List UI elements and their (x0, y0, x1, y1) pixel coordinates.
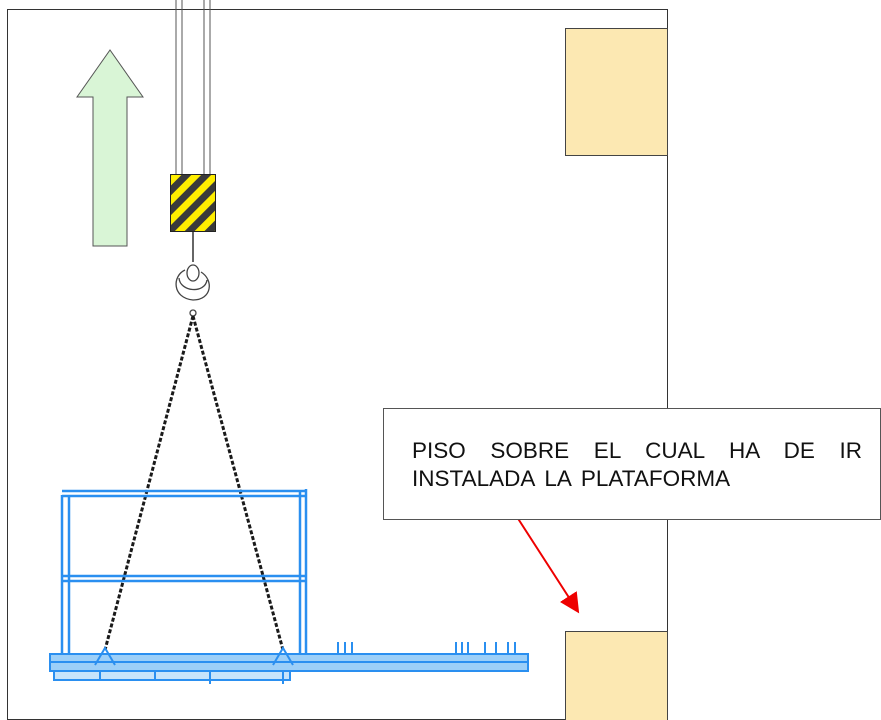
hook-block (170, 174, 216, 232)
platform-guardrail (60, 489, 308, 656)
up-arrow-icon (76, 49, 144, 247)
red-arrow-icon (516, 516, 580, 614)
hook-icon (175, 264, 210, 317)
upper-floor-slab (565, 28, 668, 156)
floor-callout-text: PISO SOBRE EL CUAL HA DE IR INSTALADA LA… (412, 438, 862, 491)
floor-callout-box: PISO SOBRE EL CUAL HA DE IR INSTALADA LA… (383, 408, 881, 520)
platform-base (49, 642, 529, 684)
target-floor-slab (565, 631, 668, 720)
lifting-slings (103, 315, 285, 651)
crane-cables (175, 0, 211, 175)
